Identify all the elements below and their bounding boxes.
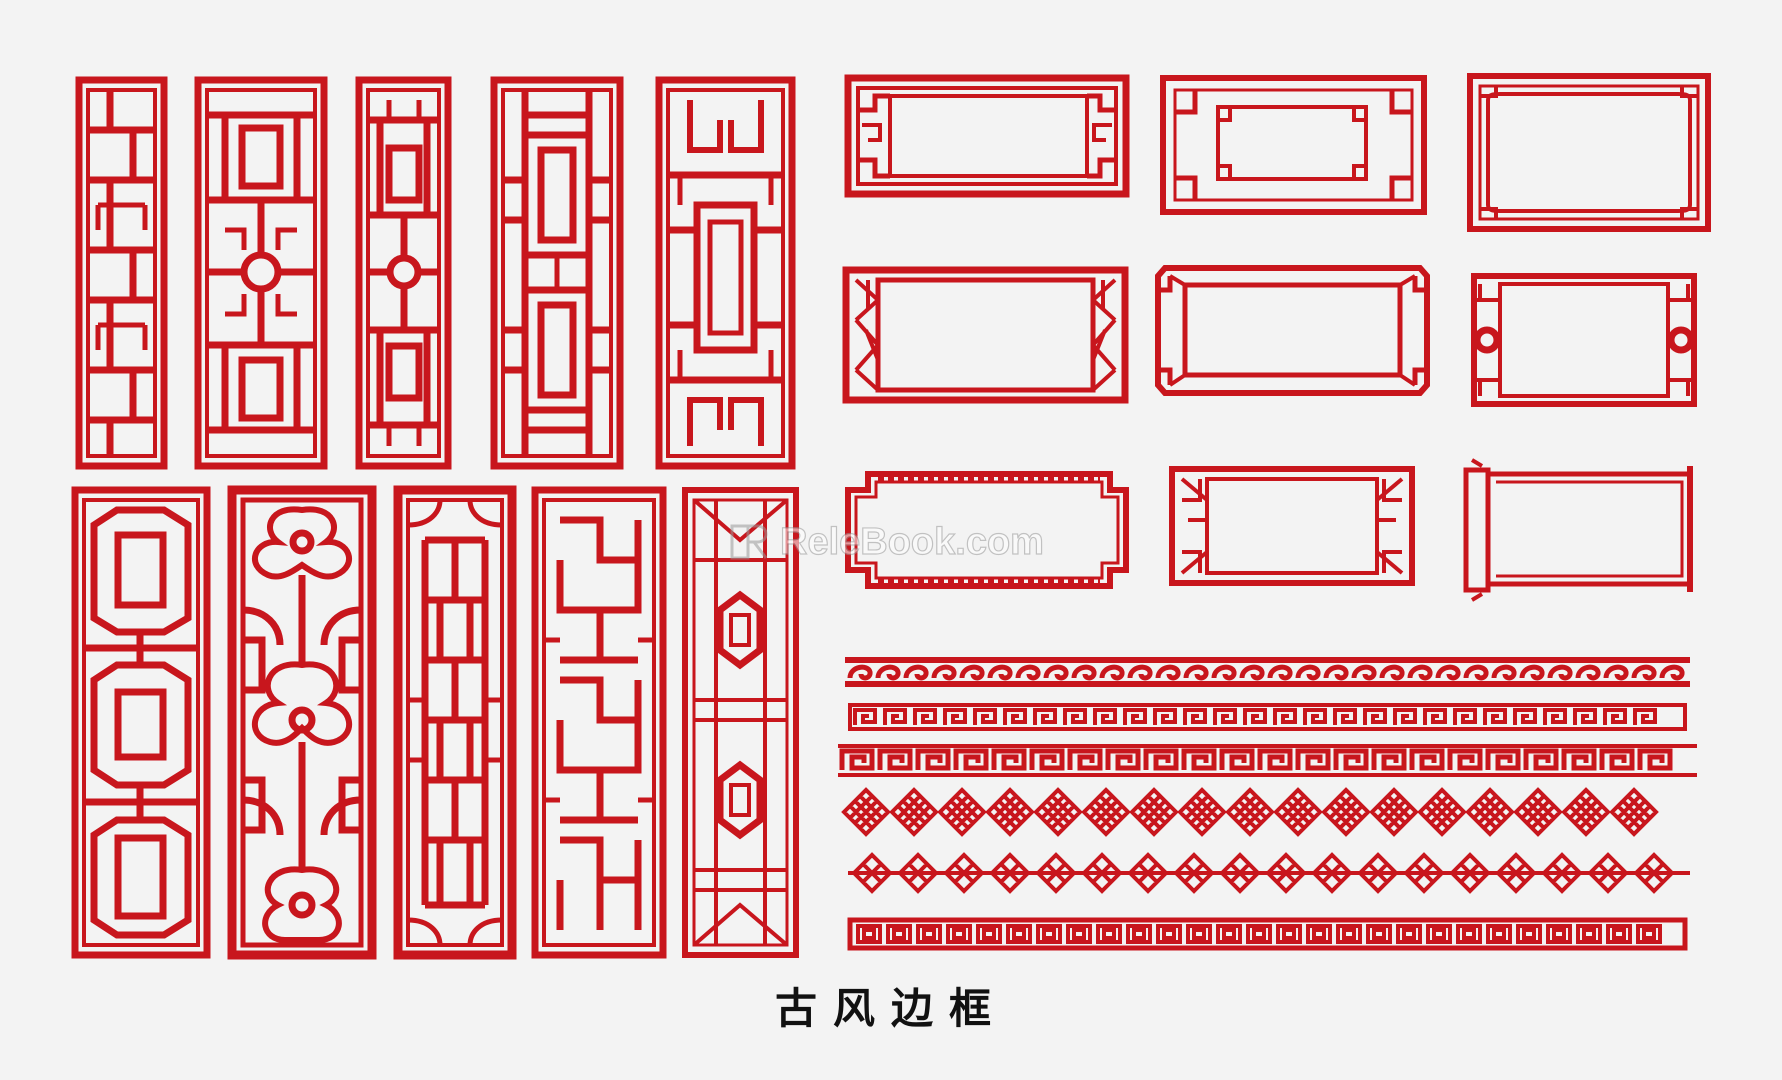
frame-4 [842, 266, 1129, 404]
square-chain-strip [847, 917, 1688, 951]
frame-3 [1467, 73, 1711, 232]
cloud-scroll-strip [845, 657, 1690, 687]
frame-2 [1160, 75, 1427, 215]
frame-6 [1471, 273, 1697, 407]
frame-5 [1155, 265, 1430, 396]
caption-title: 古风边框 [774, 984, 1007, 1033]
knot-strip-dense [841, 787, 1659, 837]
lattice-panel-2 [194, 76, 328, 470]
lattice-panel-9 [531, 486, 667, 959]
knot-strip-linked [848, 852, 1690, 894]
lattice-panel-7 [227, 485, 377, 960]
key-fret-strip-small [848, 703, 1687, 731]
frame-7 [845, 471, 1129, 589]
lattice-panel-5 [655, 76, 796, 470]
frame-9 [1463, 458, 1693, 602]
frame-1 [844, 74, 1130, 198]
lattice-panel-3 [355, 76, 452, 470]
lattice-panel-4 [490, 76, 624, 470]
lattice-panel-10 [682, 487, 799, 958]
lattice-panel-6 [71, 486, 211, 959]
frame-8 [1169, 466, 1415, 586]
lattice-panel-1 [75, 76, 168, 470]
lattice-panel-8 [393, 485, 517, 960]
key-fret-strip-large [838, 744, 1697, 777]
